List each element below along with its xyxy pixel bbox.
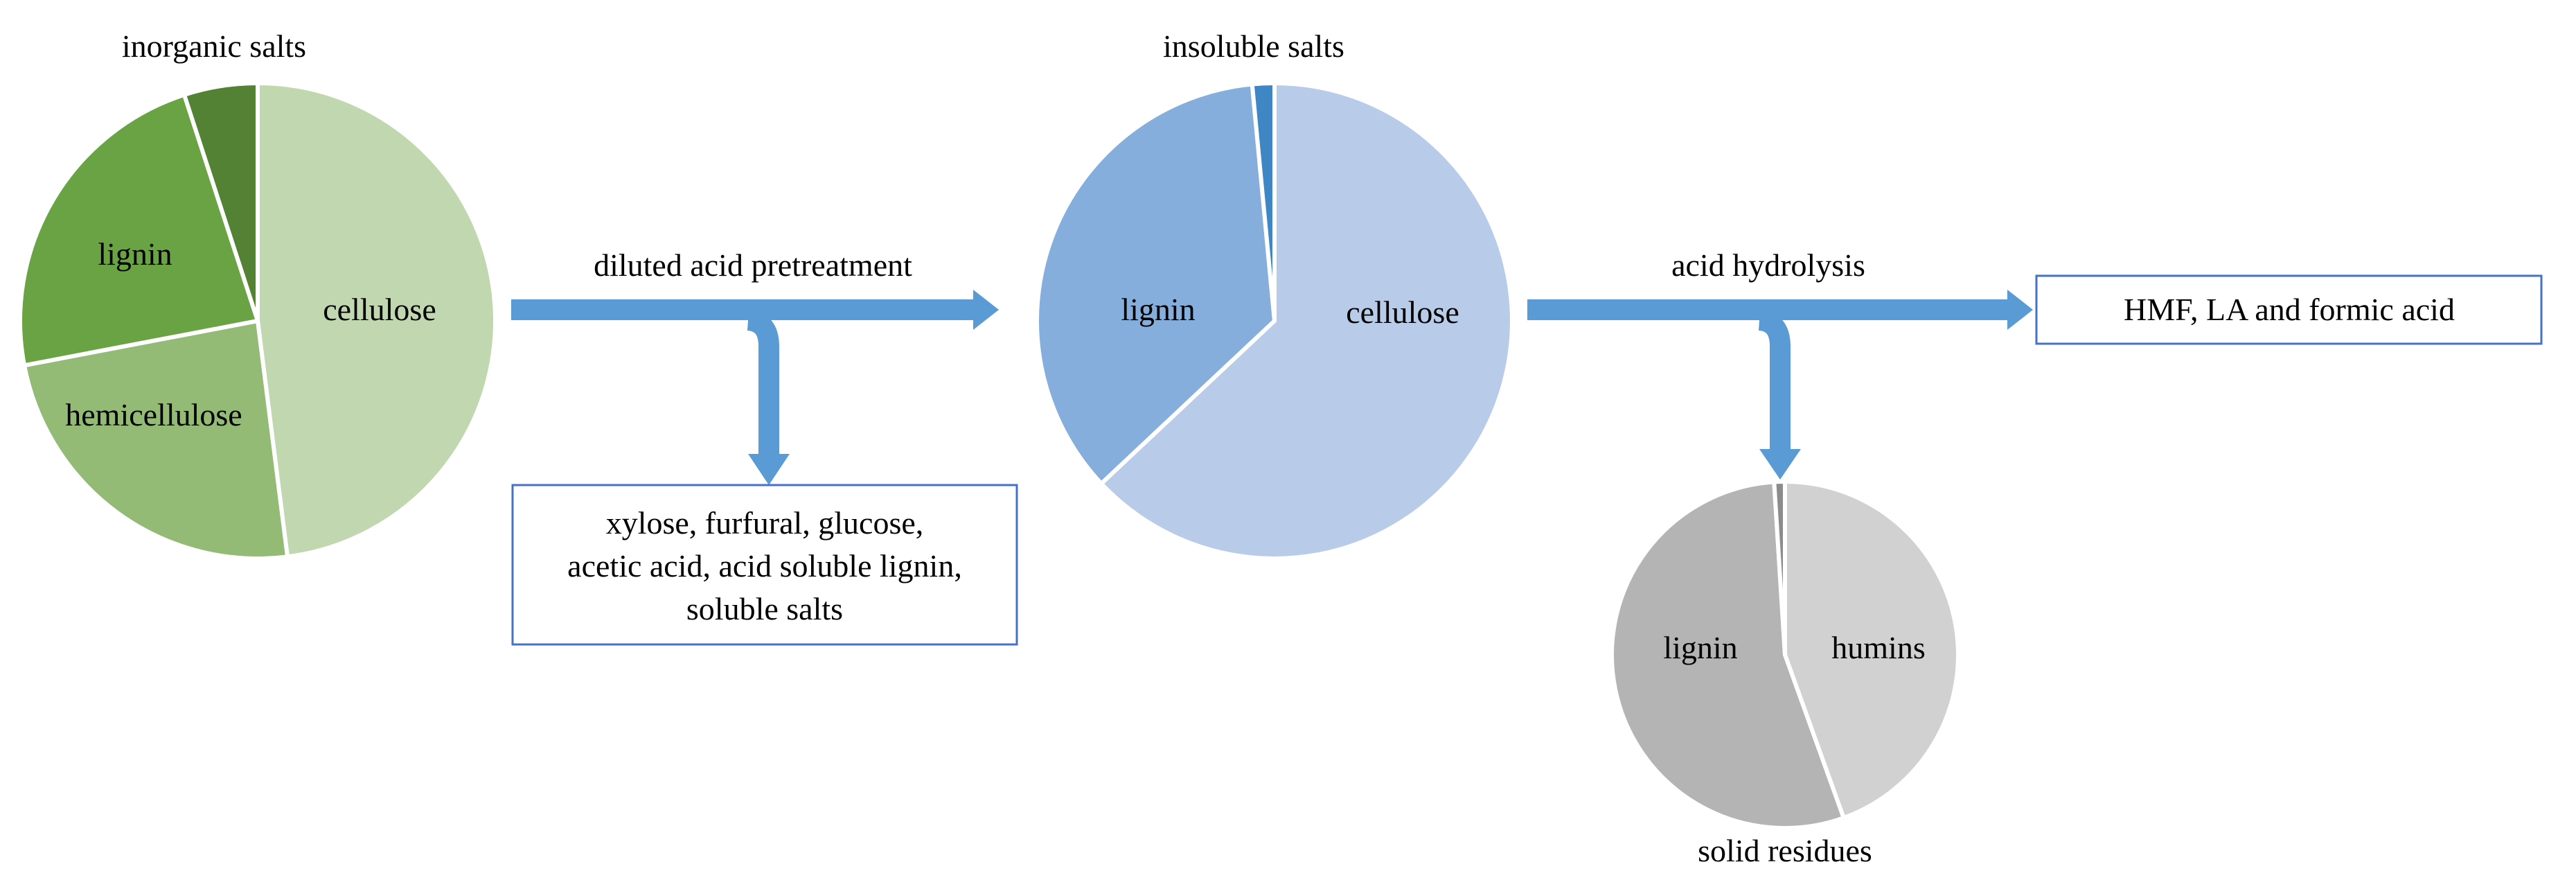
- pretreated-solid-slice-lignin: [1034, 82, 1277, 486]
- pretreated-solid-slice-cellulose: [1099, 81, 1514, 561]
- pie-raw-biomass: [18, 81, 497, 561]
- pie2-label-lignin: lignin: [1121, 292, 1195, 327]
- pretreatment-products-line-3: soluble salts: [686, 591, 843, 626]
- label-solid-residues: solid residues: [1698, 833, 1872, 868]
- raw-biomass-slice-cellulose: [256, 81, 497, 559]
- solid-residues-slice-other: [1772, 480, 1787, 657]
- step-label-hydrolysis: acid hydrolysis: [1671, 247, 1865, 283]
- pie3-label-lignin: lignin: [1663, 630, 1737, 665]
- raw-biomass-slice-inorganic-salts: [182, 81, 260, 323]
- pie3-label-humins: humins: [1831, 630, 1925, 665]
- pie-pretreated-solid: [1034, 81, 1514, 561]
- pie1-label-cellulose: cellulose: [323, 292, 436, 327]
- pie2-label-cellulose: cellulose: [1346, 295, 1459, 330]
- pretreatment-products-line-2: acetic acid, acid soluble lignin,: [567, 548, 962, 583]
- pretreatment-products-line-1: xylose, furfural, glucose,: [606, 505, 924, 541]
- pretreatment-products-box: [511, 484, 1018, 646]
- arrow-pretreatment: [511, 290, 999, 485]
- pie1-label-hemicellulose: hemicellulose: [65, 397, 242, 432]
- solid-residues-slice-lignin: [1610, 480, 1846, 830]
- pretreated-solid-slice-insoluble-salts: [1250, 81, 1277, 323]
- label-inorganic-salts: inorganic salts: [122, 28, 306, 64]
- arrow-hydrolysis: [1527, 290, 2033, 480]
- step-label-pretreatment: diluted acid pretreatment: [594, 247, 912, 283]
- hydrolysis-products-line-1: HMF, LA and formic acid: [2124, 292, 2455, 327]
- pie-solid-residues: [1610, 480, 1960, 830]
- raw-biomass-slice-hemicellulose: [22, 319, 290, 561]
- pie1-label-lignin: lignin: [98, 236, 172, 272]
- label-insoluble-salts: insoluble salts: [1163, 28, 1344, 64]
- solid-residues-slice-humins: [1783, 480, 1960, 820]
- hydrolysis-products-box: [2035, 274, 2543, 345]
- raw-biomass-slice-lignin: [18, 92, 260, 368]
